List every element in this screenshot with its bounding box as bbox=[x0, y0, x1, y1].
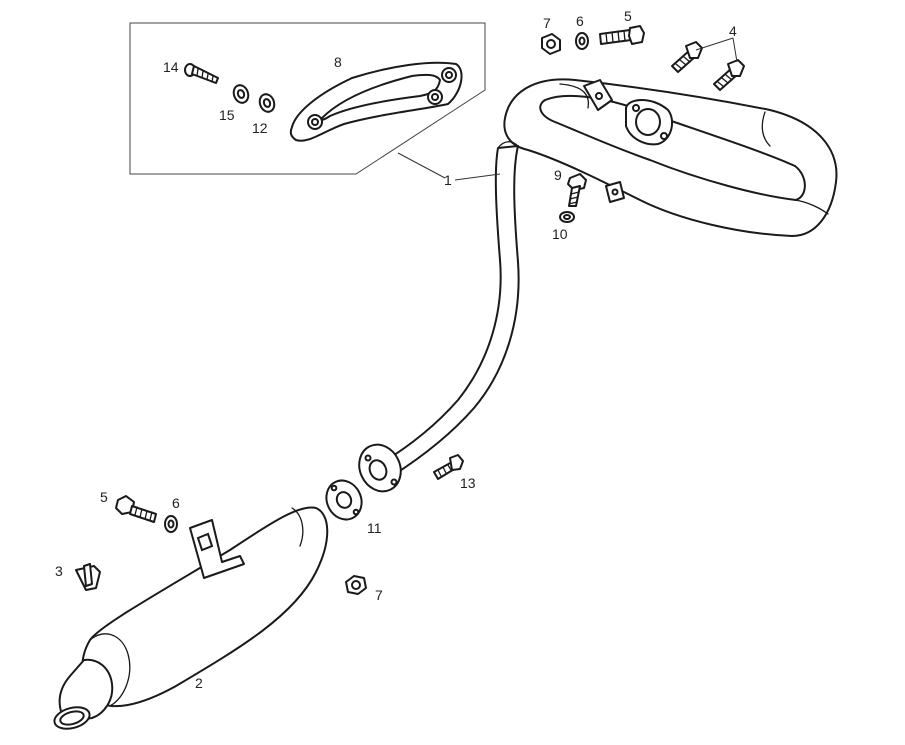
part-6-washer-top bbox=[575, 32, 589, 50]
part-8-heat-shield bbox=[289, 61, 463, 142]
part-2-silencer bbox=[53, 506, 329, 730]
callout-5-left: 5 bbox=[100, 489, 108, 505]
callout-12: 12 bbox=[252, 120, 268, 136]
callout-9: 9 bbox=[554, 167, 562, 183]
part-1-exhaust-pipe bbox=[358, 78, 838, 493]
part-11-gasket bbox=[325, 479, 363, 521]
part-5-bolt-left bbox=[115, 495, 157, 523]
part-14-screw bbox=[184, 63, 219, 84]
part-15-washer bbox=[232, 84, 250, 104]
callout-8: 8 bbox=[334, 54, 342, 70]
callout-6-top: 6 bbox=[576, 13, 584, 29]
callout-5-top: 5 bbox=[624, 8, 632, 24]
callout-14: 14 bbox=[163, 59, 179, 75]
callout-13: 13 bbox=[460, 475, 476, 491]
part-3-plug bbox=[75, 563, 101, 591]
part-4-bolts bbox=[671, 37, 745, 91]
callout-6-left: 6 bbox=[172, 495, 180, 511]
callout-3: 3 bbox=[55, 563, 63, 579]
part-12-washer bbox=[258, 93, 276, 113]
callout-15: 15 bbox=[219, 107, 235, 123]
part-10-washer bbox=[559, 211, 575, 223]
callout-1: 1 bbox=[444, 172, 452, 188]
callout-2: 2 bbox=[195, 675, 203, 691]
callout-11: 11 bbox=[367, 520, 382, 536]
part-9-bolt bbox=[567, 173, 587, 207]
callout-7-top: 7 bbox=[543, 15, 551, 31]
callout-4: 4 bbox=[729, 23, 737, 39]
part-5-bolt-top bbox=[599, 25, 645, 45]
part-13-bolt bbox=[433, 454, 464, 480]
part-6-washer-left bbox=[164, 515, 178, 533]
callout-10: 10 bbox=[552, 226, 568, 242]
part-7-nut-bottom bbox=[345, 575, 367, 595]
part-7-nut-top bbox=[541, 33, 561, 55]
callout-7-bottom: 7 bbox=[375, 587, 383, 603]
heat-shield-inset bbox=[129, 22, 486, 179]
